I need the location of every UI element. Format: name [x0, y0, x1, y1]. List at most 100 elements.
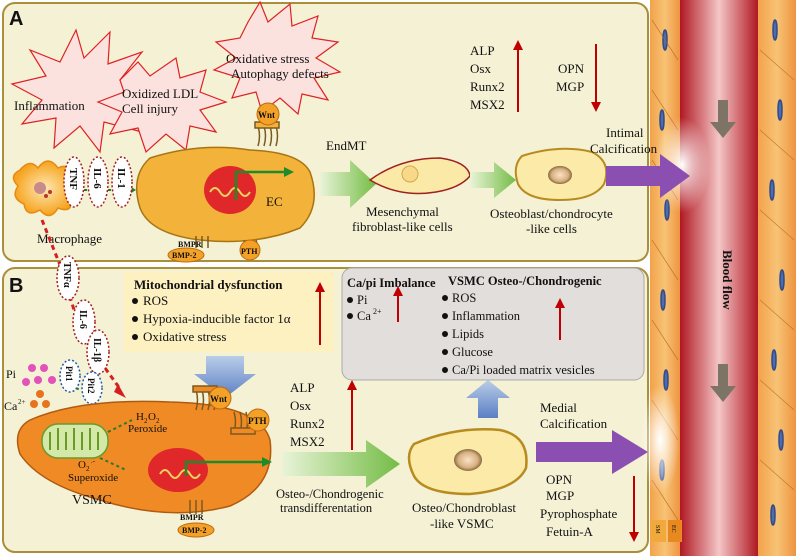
arrowhead-icon: [114, 384, 126, 398]
transdiff-label-2: transdifferentation: [280, 501, 373, 515]
cytokine-il6: IL-6: [87, 156, 109, 208]
ec-label: EC: [266, 194, 283, 209]
oxidative-stress-text: Oxidative stress: [226, 51, 309, 66]
inflammation-text: Inflammation: [14, 98, 85, 113]
transdiff-arrow: [282, 440, 400, 488]
wnt-ligand-b: [208, 386, 232, 410]
panel-b-label: B: [9, 275, 23, 297]
wall-cell-nucleus: [777, 99, 783, 121]
bullet-icon: [442, 313, 448, 319]
cristae: [49, 428, 99, 450]
vessel-wall-right: [758, 0, 796, 556]
mesenchymal-label: Mesenchymal: [366, 204, 439, 219]
arrowhead-icon: [591, 102, 601, 112]
mito-item: Hypoxia-inducible factor 1α: [143, 311, 291, 326]
o2-sup: .-: [91, 457, 96, 465]
chondroblast-nucleus: [454, 449, 482, 471]
svg-text:TNF: TNF: [67, 168, 79, 190]
peroxide-label: Peroxide: [128, 423, 167, 435]
arrowhead-icon: [315, 282, 325, 292]
bullet-icon: [442, 349, 448, 355]
medial-label: Medial: [540, 400, 577, 415]
mesenchymal-nucleus: [401, 165, 419, 183]
macrophage-label: Macrophage: [37, 231, 102, 246]
blood-flow-label: Blood flow: [720, 250, 735, 310]
macrophage-nucleus: [34, 182, 46, 194]
h2o2-label: H: [136, 411, 144, 423]
arrowhead-icon: [262, 457, 272, 467]
medial-calcification-arrow: [536, 430, 648, 474]
chondroblast-label: Osteo/Chondroblast: [412, 500, 516, 515]
capi-superscript: 2+: [373, 307, 382, 316]
bullet-icon: [347, 297, 353, 303]
ca-particles: [30, 390, 50, 408]
blood-lumen: [680, 0, 758, 556]
osteo-item: Inflammation: [452, 309, 521, 323]
o2-label: O: [78, 459, 86, 471]
sm-tag-label: SM: [654, 525, 660, 534]
peroxide-arrow: [107, 419, 133, 433]
wall-cell-nucleus: [771, 349, 777, 371]
up-marker: ALP: [290, 380, 315, 395]
pth-ligand: [239, 239, 261, 261]
macrophage-granule: [48, 190, 52, 194]
dna-icon: [159, 469, 201, 479]
cytokine-tnf: TNF: [63, 156, 85, 208]
down-marker: MGP: [546, 488, 574, 503]
svg-text:IL-6: IL-6: [77, 310, 88, 329]
superoxide-label: Superoxide: [68, 472, 118, 484]
capi-item: Pi: [357, 293, 368, 307]
medial-label-2: Calcification: [540, 416, 608, 431]
h2o2-sub: 2: [144, 417, 148, 425]
bullet-icon: [442, 295, 448, 301]
bmp2-label: BMP-2: [172, 251, 196, 260]
bmpr-receptor: [195, 236, 209, 248]
oxidized-ldl-starburst: [96, 56, 228, 154]
mito-box: [124, 272, 334, 352]
vsmc-to-factors-arrow: [466, 380, 510, 418]
vsmc-signal-arrow: [184, 460, 262, 476]
ca-label: Ca: [4, 399, 18, 413]
cell-injury-text: Cell injury: [122, 101, 178, 116]
mito-title: Mitochondrial dysfunction: [134, 277, 283, 292]
cytokine-tnfa: TNFα: [56, 255, 80, 301]
intimal-label-2: Calcification: [590, 141, 658, 156]
bullet-icon: [132, 298, 138, 304]
osteo-item: Ca/Pi loaded matrix vesicles: [452, 363, 595, 377]
mito-item: ROS: [143, 293, 168, 308]
arrowhead-icon: [393, 286, 403, 296]
osteoblast-nucleus: [548, 166, 572, 184]
arrowhead-icon: [284, 167, 294, 177]
flow-arrow-icon: [710, 364, 736, 402]
bullet-icon: [442, 367, 448, 373]
osteoblast-label-2: -like cells: [526, 221, 577, 236]
wnt-ligand: [256, 102, 280, 126]
pth-ligand-b: [246, 408, 270, 432]
wall-cell-nucleus: [772, 19, 778, 41]
macrophage-granule: [44, 194, 48, 198]
vessel: Blood flow SM EC: [640, 0, 796, 556]
wall-cell-nucleus: [779, 269, 785, 291]
down-marker: MGP: [556, 79, 584, 94]
pit1-transporter: Pit1: [59, 359, 81, 393]
mito-to-vsmc-arrow: [194, 356, 256, 398]
endmt-label: EndMT: [326, 138, 367, 153]
cytokine-il1: IL-1: [111, 156, 133, 208]
up-marker: Runx2: [470, 79, 505, 94]
wall-cell-nucleus: [770, 504, 776, 526]
bmpr-label-b: BMPR: [180, 513, 204, 522]
osteoblast-label: Osteoblast/chondrocyte: [490, 206, 613, 221]
cytokine-il6-b: IL-6: [72, 299, 96, 345]
h2o2-sub2: 2: [156, 417, 160, 425]
ec-tag-label: EC: [670, 525, 676, 533]
capi-title: Ca/pi Imbalance: [347, 276, 436, 290]
arrowhead-icon: [347, 380, 357, 390]
intimal-label: Intimal: [606, 125, 644, 140]
svg-text:Pit2: Pit2: [86, 378, 96, 394]
svg-text:IL-6: IL-6: [91, 168, 103, 189]
arrowhead-icon: [555, 298, 565, 308]
bmpr-label: BMPR: [178, 240, 202, 249]
mesenchymal-label-2: fibroblast-like cells: [352, 219, 453, 234]
oxidative-stress-starburst: [212, 0, 342, 116]
up-marker: MSX2: [470, 97, 505, 112]
